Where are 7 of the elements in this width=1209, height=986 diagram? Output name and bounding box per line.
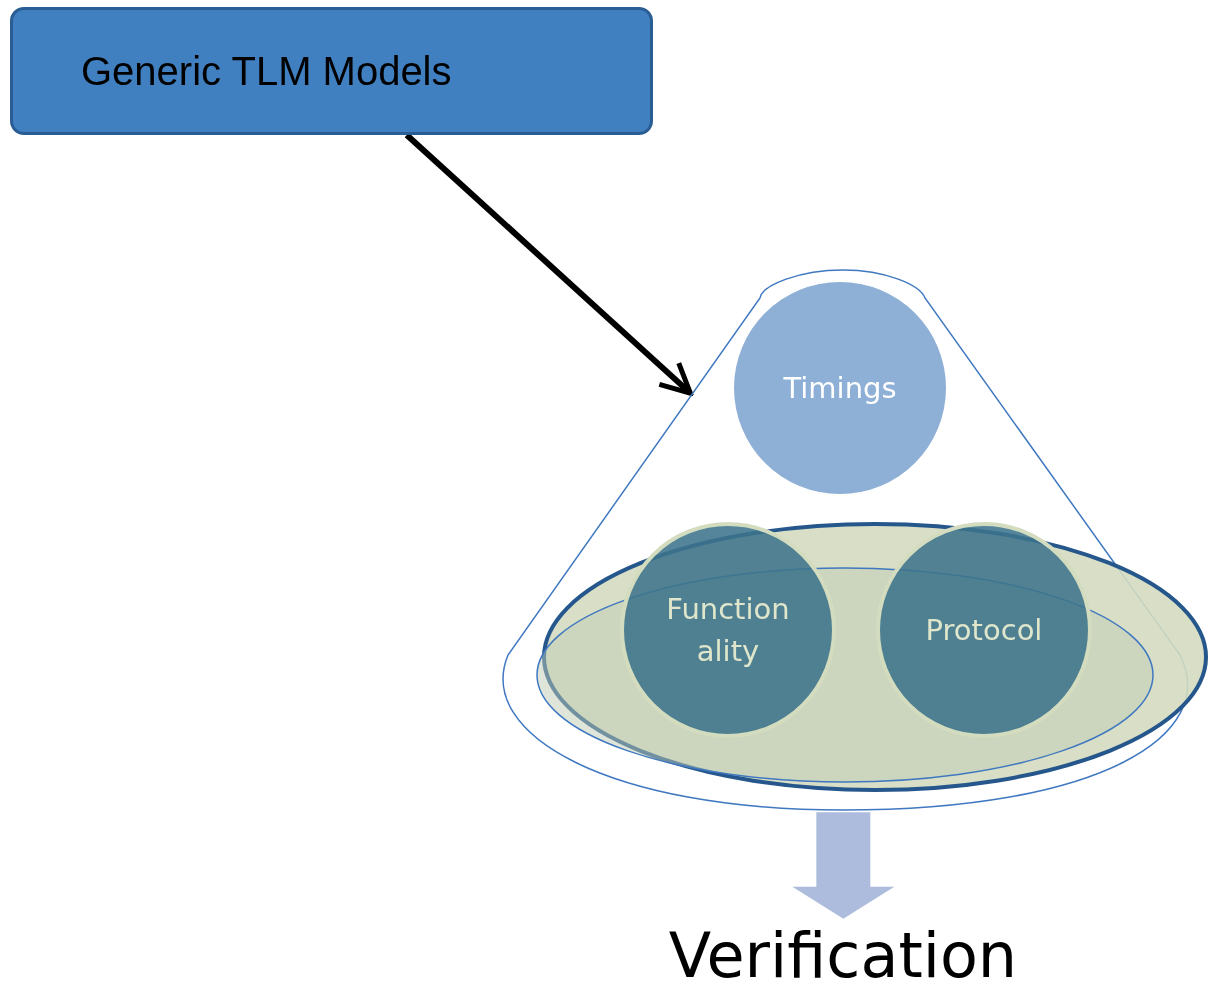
result-label: Verification (643, 925, 1043, 986)
block-arrow (792, 812, 895, 919)
circle-label: Timings (782, 370, 898, 407)
box-label: Generic TLM Models (81, 48, 452, 94)
circle-label: Function ality (665, 591, 791, 670)
circle-label: Protocol (924, 612, 1044, 649)
process-box (10, 7, 653, 135)
